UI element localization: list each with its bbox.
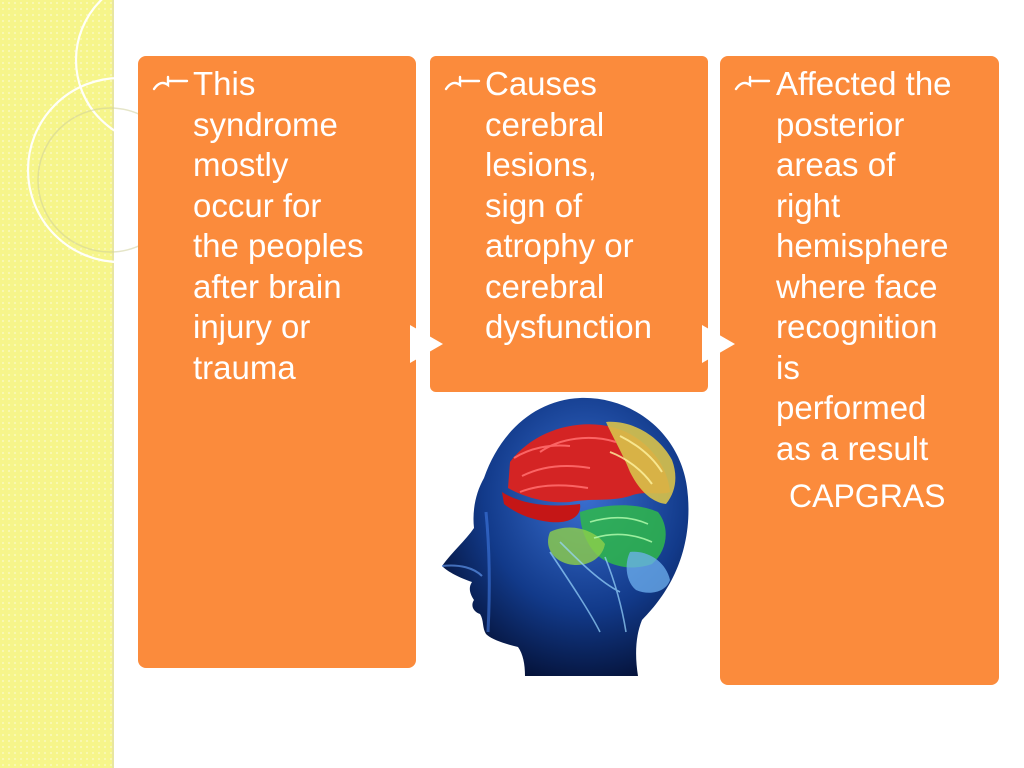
- affected-areas-box: [720, 56, 999, 685]
- right-arrow-icon: [410, 325, 443, 363]
- box1-text: This syndrome mostly occur for the peopl…: [193, 65, 364, 386]
- right-arrow-icon: [702, 325, 735, 363]
- box3-text: Affected the posterior areas of right he…: [776, 65, 952, 467]
- cerebral-lesions-box: [430, 56, 708, 392]
- curl-bullet-icon: [444, 75, 481, 91]
- band-edge-line: [112, 0, 114, 768]
- syndrome-occurrence-box: [138, 56, 416, 668]
- curl-bullet-icon: [734, 75, 771, 91]
- box2-text: Causes cerebral lesions, sign of atrophy…: [485, 65, 652, 345]
- curl-bullet-icon: [152, 75, 189, 91]
- brain-profile-image: [430, 392, 700, 676]
- capgras-caption: CAPGRAS: [789, 478, 946, 514]
- left-decorative-band: [0, 0, 112, 768]
